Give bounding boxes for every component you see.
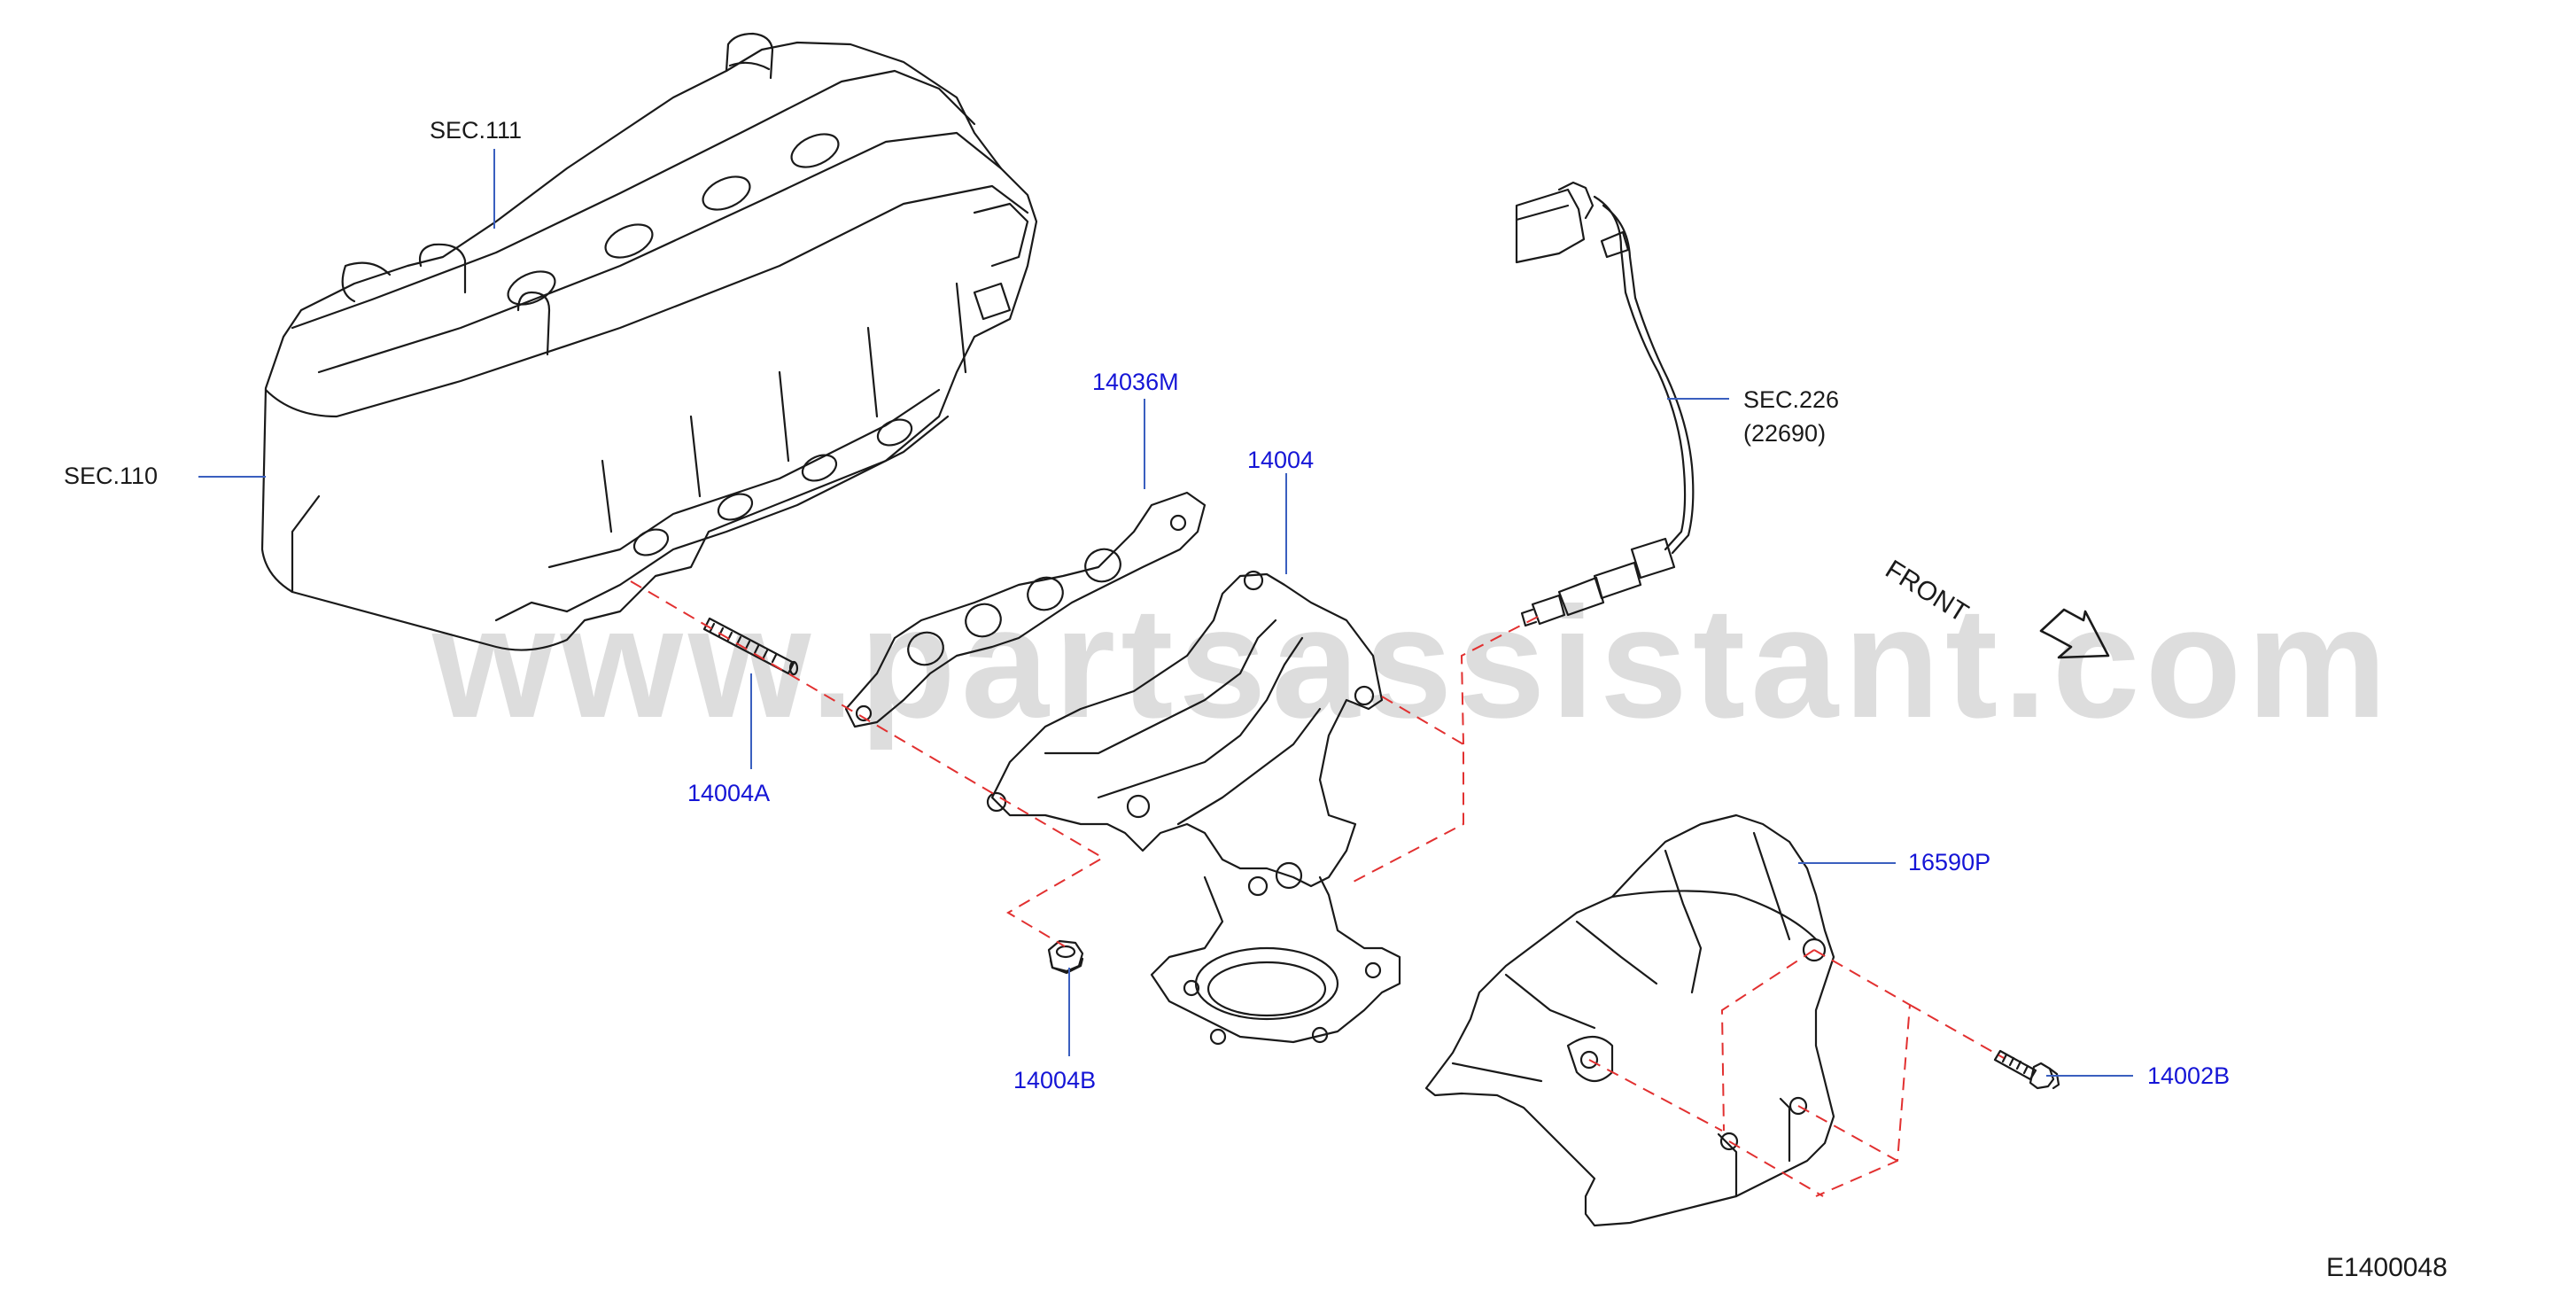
assembly-guide-lines <box>630 580 2005 1197</box>
label-manifold-14004[interactable]: 14004 <box>1247 447 1315 473</box>
stud <box>702 617 799 676</box>
label-gasket-14036m[interactable]: 14036M <box>1092 369 1179 395</box>
label-stud-14004a[interactable]: 14004A <box>687 780 771 806</box>
oxygen-sensor <box>1515 181 1695 627</box>
manifold-gasket <box>844 491 1207 728</box>
label-heat-insulator-16590p[interactable]: 16590P <box>1908 849 1991 875</box>
nut <box>1047 939 1084 975</box>
bolt <box>1993 1049 2060 1090</box>
label-sec111[interactable]: SEC.111 <box>430 117 523 144</box>
label-nut-14004b[interactable]: 14004B <box>1013 1067 1097 1093</box>
label-sec226[interactable]: SEC.226 <box>1743 386 1840 413</box>
heat-insulator <box>1424 813 1835 1227</box>
exhaust-manifold <box>986 570 1401 1046</box>
label-bolt-14002b[interactable]: 14002B <box>2147 1062 2231 1089</box>
diagram-code: E1400048 <box>2326 1253 2448 1282</box>
watermark: www.partsassistant.com <box>432 574 2393 751</box>
front-direction-arrow <box>2039 608 2110 659</box>
leader-lines <box>198 149 2133 1077</box>
cylinder-head-assembly <box>260 32 1038 651</box>
label-sec226-code: (22690) <box>1743 420 1827 447</box>
label-sec110[interactable]: SEC.110 <box>64 463 159 489</box>
